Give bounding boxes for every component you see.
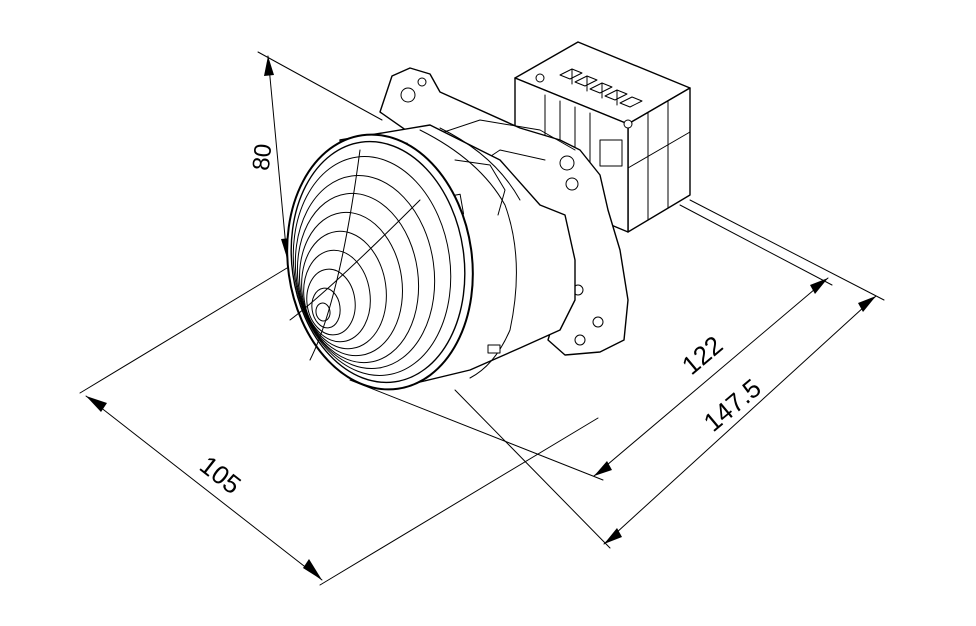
arrowhead [86, 396, 107, 412]
connector-socket [599, 139, 623, 167]
housing-notch [487, 344, 501, 354]
arrowhead [594, 461, 612, 476]
extension-line-back [679, 204, 833, 286]
arrowhead [858, 296, 876, 312]
bracket-hole [559, 155, 575, 171]
lens-center [315, 302, 331, 322]
bracket-hole [592, 316, 604, 328]
arrowhead [604, 528, 622, 544]
arrowhead [810, 278, 828, 294]
dimension-line-147-5 [603, 295, 877, 545]
extension-line-top [257, 51, 383, 121]
projector-lens [286, 133, 474, 391]
bracket-hole [574, 334, 586, 346]
bracket-hole [417, 77, 427, 87]
dimension-line-80 [267, 55, 288, 259]
bracket-hole [400, 87, 416, 103]
screw-hole [623, 119, 633, 129]
extension-line-front [349, 379, 604, 481]
dimension-label-122: 122 [676, 330, 729, 381]
bracket-hole [565, 177, 579, 191]
extension-line-back-overall [689, 199, 885, 301]
dimension-line-122 [593, 277, 829, 477]
connector-pins [559, 68, 643, 108]
screw-hole [535, 73, 545, 83]
dimension-label-105: 105 [194, 450, 247, 500]
arrowhead [264, 56, 274, 76]
dimension-label-80: 80 [248, 143, 278, 172]
arrowhead [303, 559, 322, 580]
dimension-line-105 [85, 395, 323, 581]
extension-line-left [79, 267, 288, 394]
extension-line-front-overall [454, 389, 611, 549]
extension-line-right [319, 417, 599, 586]
